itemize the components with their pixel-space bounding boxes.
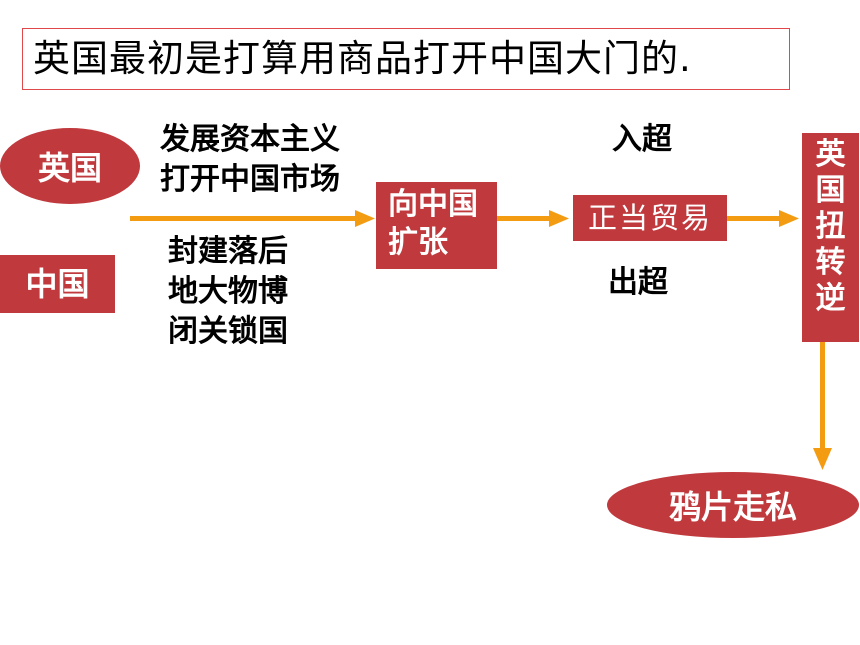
china-box: 中国	[0, 255, 115, 313]
china-text-line: 封建落后	[168, 234, 288, 269]
reverse-char: 逆	[815, 281, 846, 316]
britain-label: 英国	[37, 149, 102, 187]
arrow-shaft-2	[497, 216, 549, 221]
reverse-char: 转	[815, 245, 846, 280]
expand-line: 扩张	[388, 225, 448, 260]
reverse-box: 英 国 扭 转 逆	[802, 133, 859, 342]
arrowhead-1	[355, 210, 375, 227]
reverse-char: 扭	[815, 209, 846, 244]
britain-text-line: 打开中国市场	[160, 162, 340, 197]
china-text-block: 封建落后 地大物博 闭关锁国	[168, 232, 288, 352]
expand-box: 向中国 扩张	[376, 182, 497, 269]
export-surplus-label: 出超	[608, 265, 668, 300]
china-label: 中国	[25, 265, 90, 303]
reverse-char: 英	[815, 137, 846, 172]
britain-ellipse: 英国	[0, 128, 140, 204]
title-box: 英国最初是打算用商品打开中国大门的.	[22, 28, 790, 90]
expand-line: 向中国	[388, 187, 478, 222]
britain-text-block: 发展资本主义 打开中国市场	[160, 120, 340, 200]
arrowhead-2	[549, 210, 569, 227]
opium-label: 鸦片走私	[668, 488, 797, 526]
opium-ellipse: 鸦片走私	[607, 472, 859, 538]
arrow-shaft-3	[727, 216, 779, 221]
arrow-shaft-4	[820, 342, 825, 450]
import-surplus-label: 入超	[612, 122, 672, 157]
china-text-line: 闭关锁国	[168, 314, 288, 349]
britain-text-line: 发展资本主义	[160, 122, 340, 157]
trade-box: 正当贸易	[573, 195, 727, 241]
arrowhead-3	[779, 210, 799, 227]
trade-label: 正当贸易	[587, 201, 712, 235]
reverse-char: 国	[815, 173, 846, 208]
title-text: 英国最初是打算用商品打开中国大门的.	[33, 37, 692, 80]
arrow-shaft-1	[130, 216, 355, 221]
china-text-line: 地大物博	[168, 274, 288, 309]
arrowhead-4	[813, 448, 832, 470]
